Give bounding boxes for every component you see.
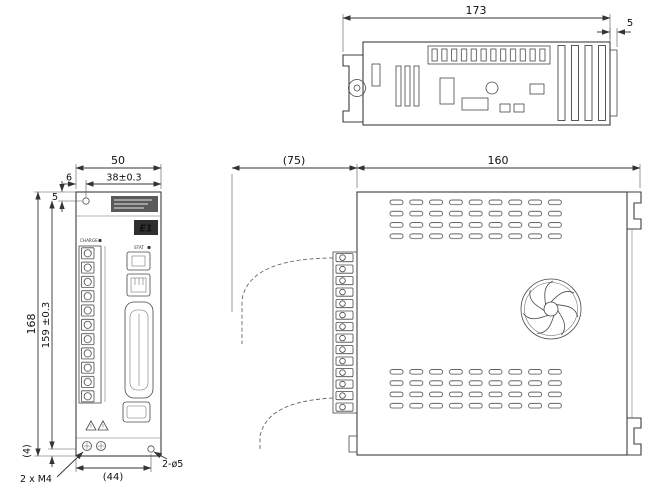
terminal-blocks-side (332, 251, 358, 414)
terminal-strip (78, 245, 102, 404)
dim-front-hole-x: 38±0.3 (106, 173, 141, 184)
connector-ethernet (126, 273, 151, 297)
label-front-screws: 2 x M4 (20, 474, 52, 485)
dim-front-bottom: (4) (22, 444, 33, 457)
dim-top-flange: 5 (627, 18, 633, 29)
dimension-side-clearance: (75) (231, 154, 358, 312)
label-front-holes: 2-ø5 (162, 459, 183, 470)
dim-front-bottom-width: (44) (103, 472, 124, 483)
dimension-top-width: 173 (342, 4, 611, 52)
top-view (342, 41, 618, 126)
side-view (241, 191, 642, 456)
logo-e1: E1 (139, 224, 152, 235)
dim-front-edge-x: 6 (66, 173, 72, 184)
dimension-front-bottom-width: (44) (75, 454, 152, 483)
stat-led-label: STAT (134, 245, 144, 250)
stat-led-icon (147, 245, 151, 250)
callout-ground-screws: 2 x M4 (20, 451, 84, 485)
mounting-hole-bottom (147, 445, 155, 453)
dimension-front-height: 168 (25, 191, 76, 457)
dim-front-edge-y: 5 (52, 192, 58, 203)
connector-usb (126, 251, 151, 271)
mounting-hole-top (82, 197, 90, 205)
cable-clearance-bottom (259, 397, 334, 450)
fan (520, 278, 582, 340)
charge-led-label: CHARGE (80, 238, 98, 243)
dim-front-height: 168 (25, 314, 38, 335)
dim-front-width: 50 (111, 154, 125, 167)
callout-mounting-holes: 2-ø5 (153, 451, 183, 470)
dimension-front-hole-y: 159 ±0.3 (41, 200, 76, 450)
connector-io (124, 301, 154, 399)
connector-encoder (122, 401, 151, 423)
dim-side-depth: 160 (488, 154, 509, 167)
charge-led-icon (98, 238, 102, 243)
cable-clearance-top (241, 257, 334, 344)
dim-front-hole-y: 159 ±0.3 (41, 302, 52, 349)
dimension-side-depth: 160 (356, 154, 641, 188)
ground-screws (82, 441, 106, 451)
logo-badge: E1 (134, 220, 158, 235)
model-label (111, 196, 158, 212)
dimension-front-edge-y: 5 (52, 181, 82, 212)
warning-icons (85, 420, 109, 431)
dimension-front-hole-x: 38±0.3 6 (63, 173, 162, 197)
dim-top-width: 173 (466, 4, 487, 17)
front-view: E1 CHARGE STAT (75, 191, 162, 457)
dim-side-clearance: (75) (283, 154, 306, 167)
dimension-front-bottom: (4) (22, 444, 55, 467)
dimension-top-flange: 5 (597, 18, 633, 47)
